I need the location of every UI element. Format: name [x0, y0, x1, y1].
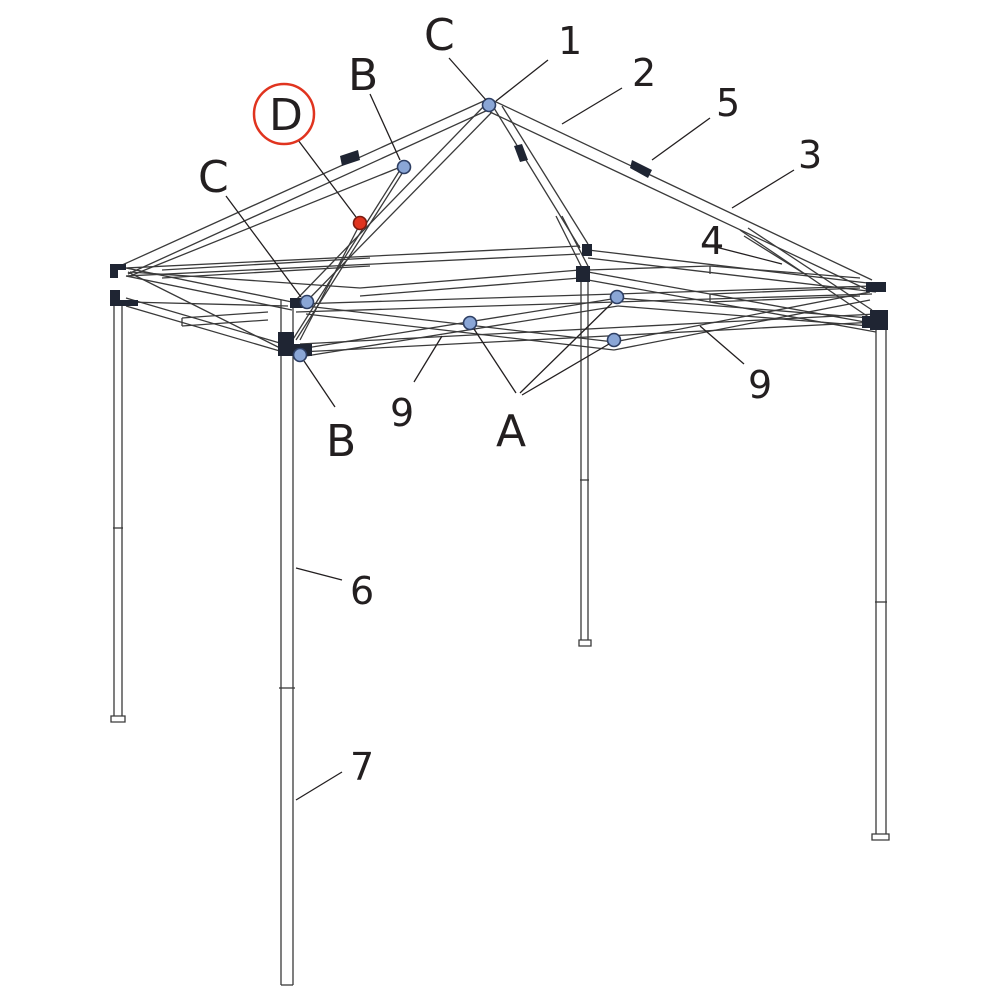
rafter-sleeves [340, 144, 652, 178]
scissor-truss [125, 245, 877, 357]
pin-a-2 [609, 289, 625, 305]
label-2: 2 [632, 51, 656, 95]
leader-lines [225, 57, 795, 801]
label-a: A [496, 406, 526, 457]
label-d: D [269, 90, 303, 141]
corner-connectors [110, 244, 888, 356]
pin-d-highlighted [352, 215, 368, 231]
leg-front-right [871, 330, 890, 841]
pin-c-corner [299, 294, 315, 310]
pin-b-corner [292, 347, 308, 363]
label-c-top: C [424, 10, 455, 61]
label-9-left: 9 [390, 391, 414, 435]
label-5: 5 [716, 81, 740, 125]
pin-b-rafter [396, 159, 412, 175]
label-4: 4 [700, 219, 724, 263]
leg-front-left [279, 300, 295, 986]
label-9-right: 9 [748, 363, 772, 407]
roof-rafters [119, 99, 873, 345]
leg-back-left [110, 300, 126, 723]
leg-back-right [578, 282, 592, 647]
label-6: 6 [350, 569, 374, 613]
highlight-ring-d [252, 82, 316, 146]
label-b-top: B [348, 50, 378, 101]
label-1: 1 [558, 19, 582, 63]
pin-c-apex [481, 97, 497, 113]
pin-a-3 [606, 332, 622, 348]
label-3: 3 [798, 133, 822, 177]
label-7: 7 [350, 745, 374, 789]
pin-a-1 [462, 315, 478, 331]
label-b-bottom: B [326, 416, 356, 467]
label-c-left: C [198, 152, 229, 203]
